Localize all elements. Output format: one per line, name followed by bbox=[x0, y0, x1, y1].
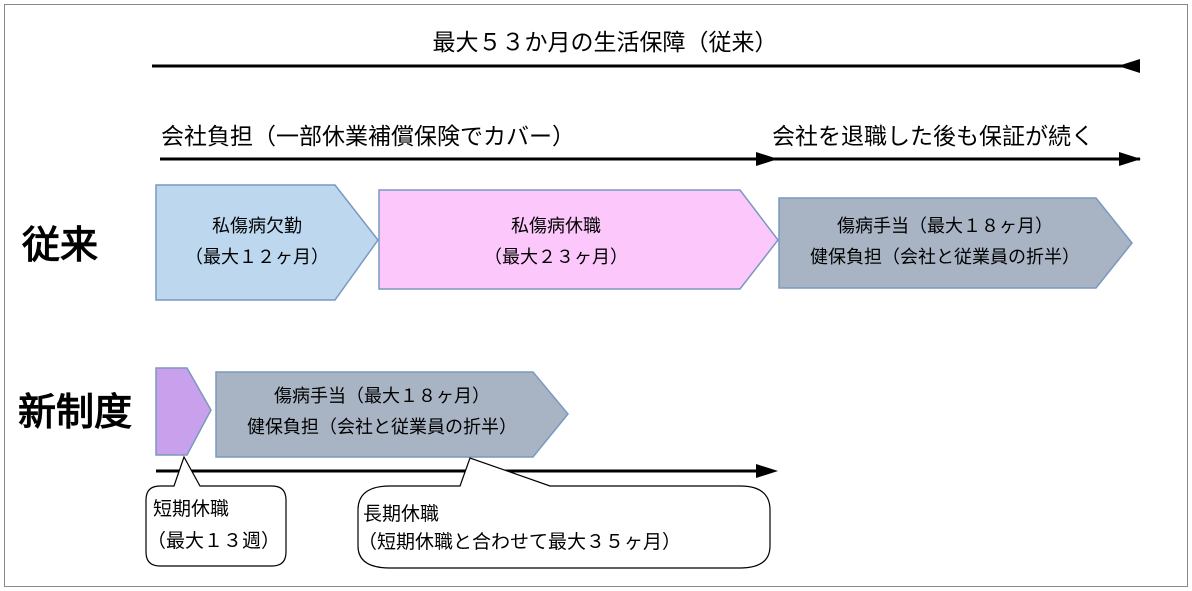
step-injury-allowance-old bbox=[778, 197, 1133, 289]
step-sick-absence-duration: （最大１２ヶ月） bbox=[185, 247, 329, 268]
callout-long-leave-bubble bbox=[357, 457, 771, 569]
total-span-label: 最大５３か月の生活保障（従来） bbox=[433, 30, 778, 56]
step-injury-allowance-new-title: 傷病手当（最大１８ヶ月） bbox=[274, 386, 490, 407]
diagram-frame bbox=[4, 4, 1188, 587]
company-span-arrowhead bbox=[756, 152, 778, 166]
callout-short-leave-bubble bbox=[145, 455, 287, 567]
step-sick-leave-duration: （最大２３ヶ月） bbox=[484, 247, 628, 268]
step-injury-allowance-new-burden: 健保負担（会社と従業員の折半） bbox=[247, 417, 517, 438]
step-injury-allowance-old-burden: 健保負担（会社と従業員の折半） bbox=[810, 247, 1080, 268]
callout-long-leave-duration: （短期休職と合わせて最大３５ヶ月） bbox=[358, 531, 681, 553]
step-injury-allowance-new bbox=[215, 371, 569, 458]
step-injury-allowance-old-title: 傷病手当（最大１８ヶ月） bbox=[837, 216, 1053, 237]
callout-short-leave-title: 短期休職 bbox=[153, 498, 229, 520]
step-sick-absence bbox=[155, 184, 379, 301]
after-span-arrowhead bbox=[1119, 152, 1141, 166]
after-span-label: 会社を退職した後も保証が続く bbox=[772, 124, 1094, 150]
company-span-label: 会社負担（一部休業補償保険でカバー） bbox=[161, 124, 575, 150]
total-span-arrowhead bbox=[1118, 59, 1140, 73]
step-short-leave bbox=[155, 367, 212, 456]
row-label-new: 新制度 bbox=[18, 390, 132, 434]
step-sick-leave bbox=[378, 189, 779, 290]
callout-long-leave-title: 長期休職 bbox=[363, 503, 439, 525]
row-label-old: 従来 bbox=[21, 223, 98, 267]
callout-short-leave-duration: （最大１３週） bbox=[147, 530, 280, 552]
new-system-span-arrowhead bbox=[756, 464, 778, 478]
step-sick-leave-title: 私傷病休職 bbox=[511, 216, 601, 237]
step-sick-absence-title: 私傷病欠勤 bbox=[212, 216, 302, 237]
